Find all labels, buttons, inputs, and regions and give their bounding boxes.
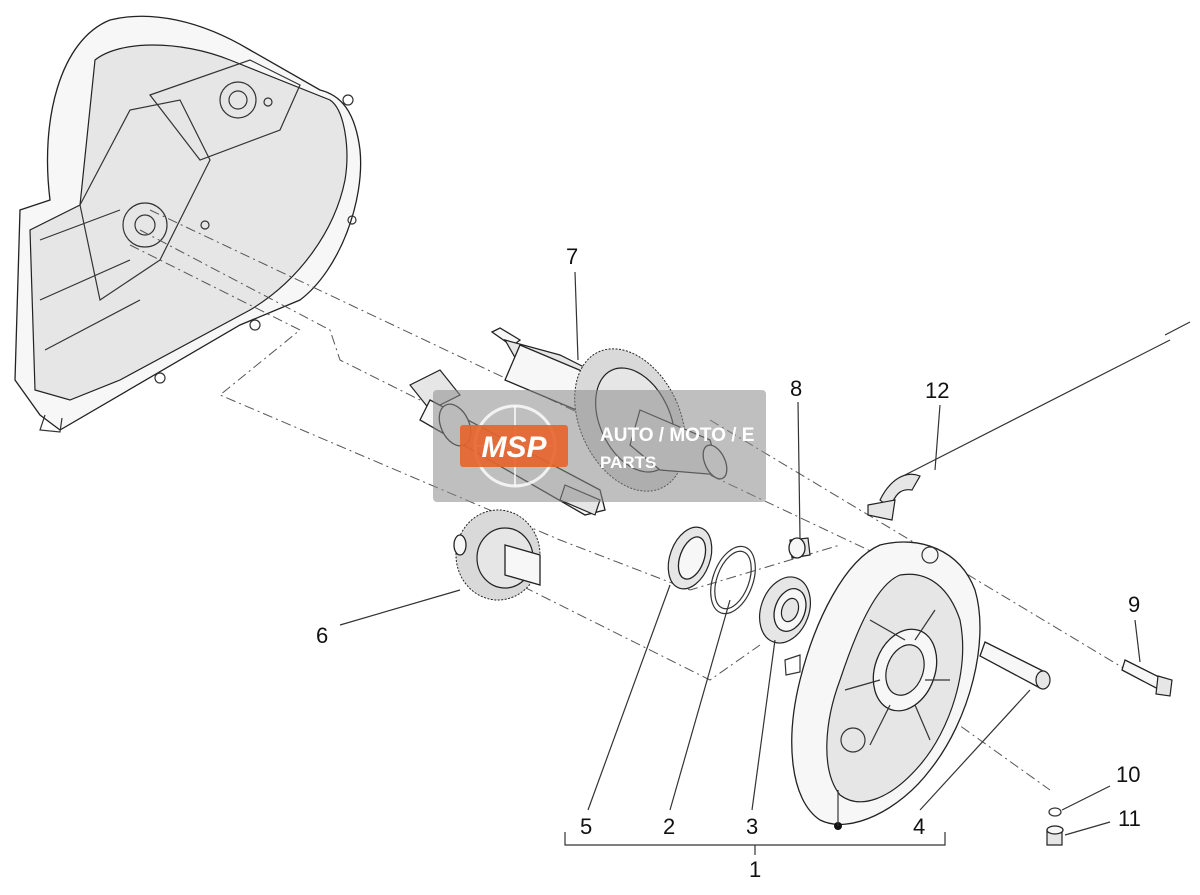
callout-10: 10: [1116, 762, 1140, 787]
part-2-circlip: [710, 545, 756, 615]
callout-1: 1: [749, 857, 761, 882]
callout-11: 11: [1118, 806, 1141, 831]
callout-7: 7: [566, 244, 578, 269]
callout-labels: 7 8 12 6 9 10 11 5 2 3 4 1: [316, 244, 1141, 882]
watermark-line1: AUTO / MOTO / E: [600, 425, 754, 446]
part-5-oil-seal: [667, 526, 713, 590]
part-6-gear: [453, 509, 541, 601]
callout-12: 12: [925, 378, 949, 403]
callout-3: 3: [746, 814, 758, 839]
part-10-washer: [1048, 807, 1062, 817]
callout-2: 2: [663, 814, 675, 839]
part-11-screw: [1046, 825, 1064, 846]
part-4-dowel-pin: [979, 641, 1051, 690]
watermark-logo-box: [460, 425, 568, 467]
leader-lines: [339, 271, 1141, 855]
watermark-logo: MSP: [481, 431, 547, 464]
part-4-housing-cover: [784, 541, 981, 825]
watermark-line2: PARTS: [600, 453, 656, 472]
watermark: MSP AUTO / MOTO / E PARTS: [433, 390, 766, 502]
callout-9: 9: [1128, 592, 1140, 617]
callout-8: 8: [790, 376, 802, 401]
part-3-bearing: [759, 576, 811, 644]
part-8-bush: [788, 537, 811, 559]
part-12-cable: [867, 321, 1191, 521]
callout-5: 5: [580, 814, 592, 839]
callout-4: 4: [913, 814, 925, 839]
part-9-bolt: [1121, 659, 1173, 697]
callout-6: 6: [316, 623, 328, 648]
crankcase-cover: [14, 15, 362, 433]
